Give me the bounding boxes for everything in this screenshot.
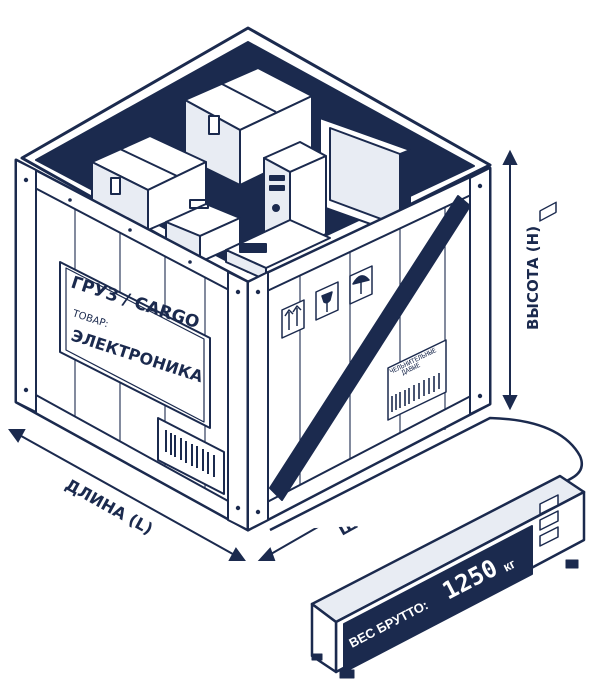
fragile-glass-icon bbox=[315, 281, 339, 321]
weighing-scale bbox=[269, 201, 586, 679]
keep-dry-umbrella-icon bbox=[349, 265, 373, 305]
printer bbox=[225, 219, 331, 281]
cardboard-box-left bbox=[91, 135, 207, 231]
scale-button-print[interactable] bbox=[539, 526, 559, 547]
front-barcode-label bbox=[157, 417, 225, 495]
height-label: ВЫСОТА (H) bbox=[524, 226, 542, 330]
cargo-label bbox=[59, 261, 211, 429]
scale-display bbox=[343, 525, 533, 673]
this-side-up-icon bbox=[281, 299, 305, 339]
cardboard-box-large bbox=[184, 67, 313, 186]
side-sticker bbox=[387, 339, 447, 421]
scale-buttons bbox=[539, 494, 559, 547]
height-dimension bbox=[502, 149, 518, 411]
scale-button-tare[interactable] bbox=[539, 494, 559, 515]
scale-button-1[interactable] bbox=[539, 201, 557, 222]
crate: ЧЕЛЬНИТЕЛЬНЫЕ ДАВЫЕ bbox=[14, 26, 492, 532]
barcode-icon bbox=[165, 430, 215, 477]
computer-tower bbox=[263, 141, 327, 251]
length-dimension bbox=[8, 429, 246, 561]
barcode-icon bbox=[391, 373, 440, 412]
crate-side-face bbox=[246, 166, 492, 532]
scale-button-zero[interactable] bbox=[539, 510, 559, 531]
